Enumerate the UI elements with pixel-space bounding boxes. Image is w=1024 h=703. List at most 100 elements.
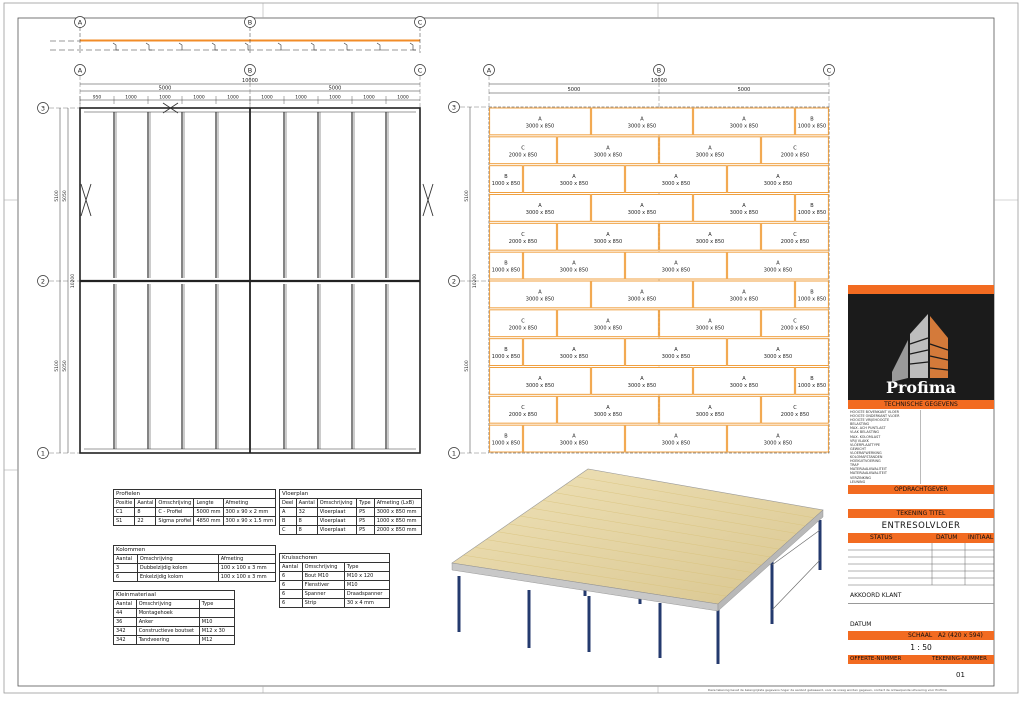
table-cell: 1000 x 850 mm <box>373 516 423 526</box>
r-axis-bubble-c-label: C <box>827 66 832 74</box>
table-cell: 3000 x 850 mm <box>373 507 423 517</box>
floor-panel-size: 1000 x 850 <box>492 354 520 360</box>
r-axis-bubble-row-3-label: 3 <box>452 103 456 111</box>
floor-panel-a <box>625 165 727 194</box>
table-cell: Constructieve boutset <box>135 626 200 636</box>
floor-panel-type: B <box>504 261 508 267</box>
table-cell: 32 <box>295 507 318 517</box>
left-elevation-strip <box>50 39 420 51</box>
table-cell: 6 <box>279 598 303 608</box>
floor-panel-size: 3000 x 850 <box>526 210 554 216</box>
floor-panel-size: 2000 x 850 <box>781 325 809 331</box>
table-cell: M12 <box>198 635 236 645</box>
table-cell: Bout M10 <box>301 571 345 581</box>
dim-bay-1: 1000 <box>125 95 137 101</box>
opdrachtgever-header: OPDRACHTGEVER <box>848 485 994 494</box>
table-header-cell: Omschrijving <box>136 554 219 564</box>
table-cell: Anker <box>135 617 200 627</box>
floor-panel-type: A <box>572 174 576 180</box>
floor-panel-size: 2000 x 850 <box>509 152 537 158</box>
floor-panel-a <box>727 251 829 280</box>
floor-panel-size: 2000 x 850 <box>781 412 809 418</box>
table-cell: A <box>279 507 297 517</box>
title-block-top-bar <box>848 285 994 294</box>
floor-panel-type: C <box>521 145 525 151</box>
floor-panel-size: 2000 x 850 <box>781 239 809 245</box>
floor-panel-a <box>489 194 591 222</box>
iso-panel-line <box>531 507 780 550</box>
table-header-cell: Aantal <box>134 498 157 508</box>
table-cell: 36 <box>113 617 137 627</box>
table-cell: Montagehoek <box>135 608 200 618</box>
table-header-cell: Type <box>343 562 391 572</box>
schaal-row: SCHAAL A2 (420 x 594) <box>848 631 994 640</box>
floor-panel-size: 3000 x 850 <box>730 123 758 129</box>
spec-line: VERZINKING <box>850 475 872 480</box>
r-dim-side-1: 5100 <box>464 360 470 372</box>
floor-panel-size: 2000 x 850 <box>509 412 537 418</box>
floor-panel-size: 3000 x 850 <box>662 354 690 360</box>
iso-panel-lines <box>463 476 815 597</box>
spec-line: HOOGTE VRIJEHOOGTE <box>850 418 890 423</box>
table-cell: 300 x 90 x 1.5 mm <box>222 516 277 526</box>
floor-panel-type: A <box>572 434 576 440</box>
iso-panel-line <box>542 500 789 542</box>
floor-panel-type: C <box>793 405 797 411</box>
axis-bubble-row-2 <box>37 275 49 287</box>
table-title: Profielen <box>113 489 276 499</box>
table-cell: Dubbelzijdig kolom <box>136 563 219 573</box>
table-cell: S1 <box>112 516 136 526</box>
table-cell: Flenstiver <box>301 580 345 590</box>
table-header-cell: Omschrijving <box>135 599 200 609</box>
strip-bracket <box>178 42 185 51</box>
floor-panel-size: 3000 x 850 <box>662 181 690 187</box>
floor-panel-type: A <box>776 261 780 267</box>
floor-panel-size: 3000 x 850 <box>662 268 690 274</box>
floor-panel-a <box>523 338 625 366</box>
floor-panel-size: 3000 x 850 <box>628 123 656 129</box>
table-header-cell: Aantal <box>295 498 318 508</box>
iso-panel-line <box>519 515 771 558</box>
dim-side-overall: 10200 <box>70 274 76 288</box>
table-header-cell: Afmeting <box>217 554 277 564</box>
floor-panel-a <box>659 395 761 424</box>
table-header-cell: Afmeting <box>222 498 277 508</box>
floor-panel-type: A <box>708 145 712 151</box>
table-cell: M12 x 30 <box>198 626 236 636</box>
profima-logo-icon <box>892 314 949 382</box>
table-header-cell: Aantal <box>113 599 137 609</box>
floor-panel-size: 3000 x 850 <box>730 210 758 216</box>
dim-side-1: 5050 <box>62 190 68 202</box>
spec-divider <box>920 410 921 484</box>
dim-bay-3: 1000 <box>193 95 205 101</box>
r-axis-bubble-b-label: B <box>657 66 661 74</box>
table-header-cell: Aantal <box>113 554 138 564</box>
rev-datum-label: DATUM <box>936 534 958 541</box>
strip-bracket <box>409 42 416 51</box>
floor-panel-a <box>693 280 795 309</box>
floor-panel-type: C <box>521 318 525 324</box>
table-header-cell: Omschrijving <box>301 562 345 572</box>
r-axis-bubble-row-1-label: 1 <box>452 449 456 457</box>
floor-panel-size: 1000 x 850 <box>798 123 826 129</box>
offerte-nummer-label: OFFERTE-NUMMER <box>850 656 902 662</box>
floor-panel-type: A <box>538 376 542 382</box>
table-cell: C1 <box>112 507 136 517</box>
floor-panel-a <box>693 194 795 222</box>
floor-panel-type: C <box>793 232 797 238</box>
cross-brace-icon <box>422 183 434 217</box>
datum-label: DATUM <box>850 621 872 628</box>
table-cell: 8 <box>295 525 318 535</box>
floor-panel-type: A <box>538 116 542 122</box>
floor-panel-size: 2000 x 850 <box>509 239 537 245</box>
dim-side-3: 5050 <box>62 360 68 372</box>
strip-bracket <box>343 42 350 51</box>
r-axis-bubble-row-2-label: 2 <box>452 277 456 285</box>
